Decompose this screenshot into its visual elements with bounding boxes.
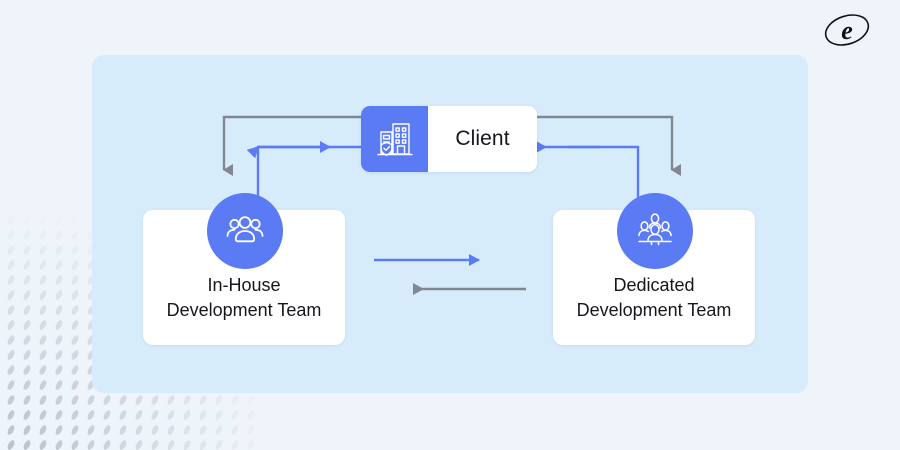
dedicated-team-people-icon bbox=[638, 213, 672, 246]
client-label-pane: Client bbox=[428, 106, 537, 172]
svg-text:e: e bbox=[841, 16, 853, 45]
group-of-people-icon bbox=[226, 216, 264, 243]
client-icon-pane bbox=[361, 106, 428, 172]
client-label: Client bbox=[455, 127, 510, 150]
in-house-team-avatar bbox=[207, 193, 283, 269]
office-building-shield-icon bbox=[376, 123, 413, 156]
e-orbit-logo-icon: e bbox=[824, 14, 870, 46]
dedicated-team-label: Dedicated Development Team bbox=[576, 275, 732, 320]
client-card[interactable]: Client bbox=[361, 106, 537, 172]
dedicated-team-avatar bbox=[617, 193, 693, 269]
in-house-team-label: In-House Development Team bbox=[166, 275, 322, 320]
